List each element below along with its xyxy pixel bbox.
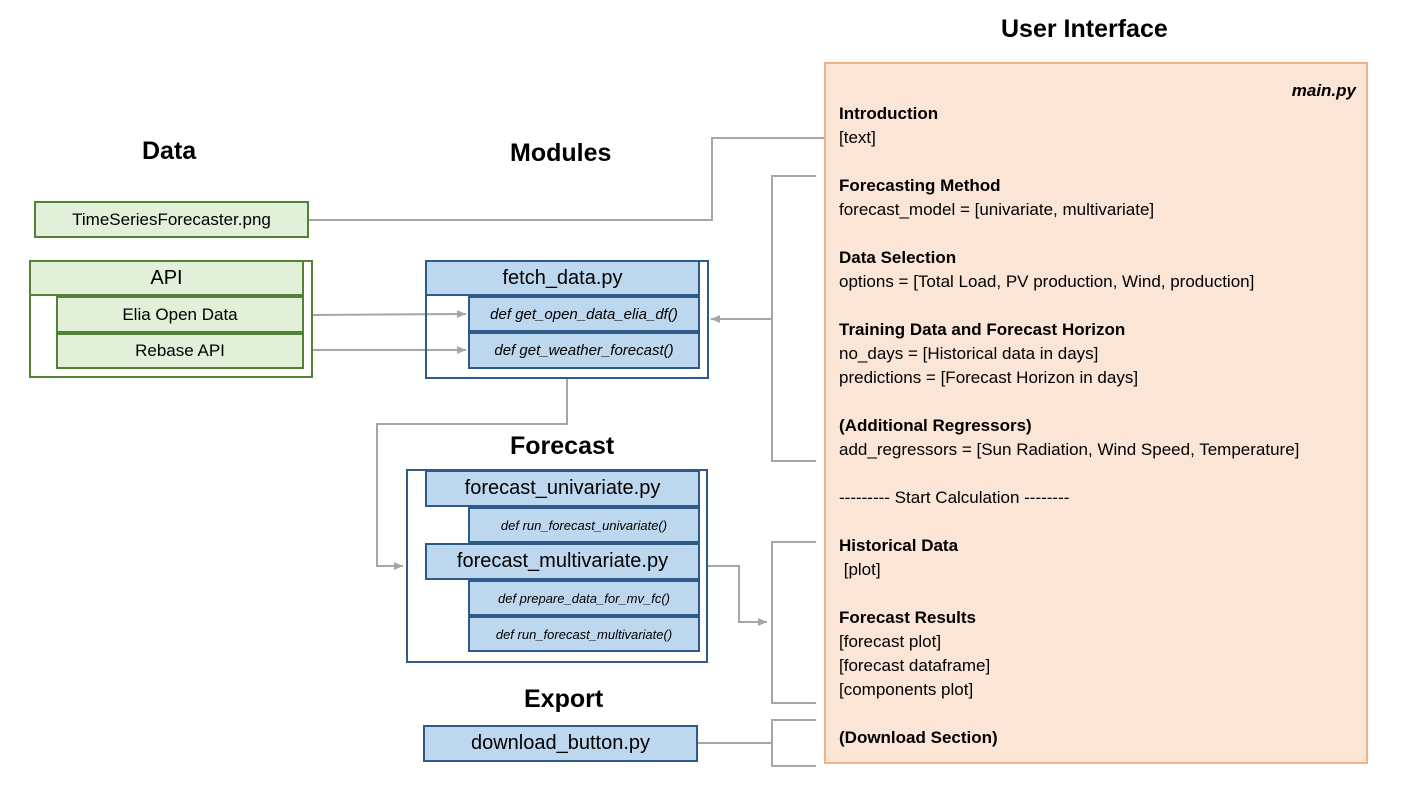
ui-section-heading: Data Selection (839, 248, 957, 267)
function-get-open-data-elia-label: def get_open_data_elia_df() (490, 305, 678, 323)
image-file-label: TimeSeriesForecaster.png (72, 209, 271, 229)
api-item-rebase: Rebase API (56, 333, 304, 369)
user-interface-panel: main.py Introduction [text] Forecasting Me… (824, 62, 1368, 764)
ui-section-text: forecast_model = [univariate, multivaria… (839, 200, 1155, 219)
api-item-elia: Elia Open Data (56, 296, 304, 333)
function-run-forecast-univariate-label: def run_forecast_univariate() (500, 517, 668, 533)
function-prepare-data-for-mv-fc: def prepare_data_for_mv_fc() (468, 580, 700, 616)
ui-section-text: no_days = [Historical data in days] (839, 344, 1099, 363)
function-get-open-data-elia: def get_open_data_elia_df() (468, 296, 700, 332)
ui-section-text: add_regressors = [Sun Radiation, Wind Sp… (839, 440, 1300, 459)
bracket-results-section (771, 541, 816, 704)
heading-forecast: Forecast (510, 432, 615, 460)
ui-section-text: [forecast dataframe] (839, 656, 991, 675)
ui-section-text: options = [Total Load, PV production, Wi… (839, 272, 1255, 291)
api-title-label: API (150, 266, 183, 289)
ui-section-heading: Historical Data (839, 536, 959, 555)
api-item-elia-label: Elia Open Data (122, 304, 238, 324)
arrow-multivariate-to-results (708, 565, 767, 626)
function-get-weather-forecast-label: def get_weather_forecast() (494, 342, 674, 359)
heading-data: Data (142, 137, 197, 165)
ui-section-heading: Forecasting Method (839, 176, 1001, 195)
api-title-box: API (29, 260, 304, 296)
ui-section-text: predictions = [Forecast Horizon in days] (839, 368, 1139, 387)
fetch-data-file-label: fetch_data.py (502, 266, 623, 289)
main-py-label: main.py (1291, 81, 1356, 100)
download-button-file-box: download_button.py (423, 725, 698, 762)
ui-section-heading: Training Data and Forecast Horizon (839, 320, 1126, 339)
heading-export: Export (524, 685, 604, 713)
function-run-forecast-multivariate: def run_forecast_multivariate() (468, 616, 700, 652)
ui-section-heading: (Download Section) (839, 728, 998, 747)
ui-section-text: [forecast plot] (839, 632, 942, 651)
forecast-multivariate-file-box: forecast_multivariate.py (425, 543, 700, 580)
ui-section-text: --------- Start Calculation -------- (839, 488, 1070, 507)
ui-section-text: [plot] (839, 560, 881, 579)
ui-section-text: [text] (839, 128, 876, 147)
forecast-multivariate-file-label: forecast_multivariate.py (456, 550, 669, 572)
function-prepare-data-for-mv-fc-label: def prepare_data_for_mv_fc() (498, 590, 670, 606)
heading-user-interface: User Interface (1001, 15, 1168, 43)
ui-section-heading: Introduction (839, 104, 939, 123)
api-item-rebase-label: Rebase API (135, 341, 225, 360)
arrow-fetch-to-forecast (376, 379, 568, 570)
heading-modules: Modules (510, 139, 612, 167)
arrow-elia-to-get-open-data (312, 310, 467, 319)
function-get-weather-forecast: def get_weather_forecast() (468, 332, 700, 369)
forecast-univariate-file-box: forecast_univariate.py (425, 470, 700, 507)
function-run-forecast-multivariate-label: def run_forecast_multivariate() (495, 626, 673, 642)
bracket-input-section (771, 175, 816, 462)
function-run-forecast-univariate: def run_forecast_univariate() (468, 507, 700, 543)
download-button-file-label: download_button.py (470, 732, 651, 754)
fetch-data-file-box: fetch_data.py (425, 260, 700, 296)
ui-section-heading: (Additional Regressors) (839, 416, 1032, 435)
connector-png-to-introduction (309, 137, 824, 221)
bracket-download-section (771, 719, 816, 767)
ui-section-text: [components plot] (839, 680, 974, 699)
image-file-box: TimeSeriesForecaster.png (34, 201, 309, 238)
ui-section-heading: Forecast Results (839, 608, 976, 627)
forecast-univariate-file-label: forecast_univariate.py (464, 477, 661, 499)
